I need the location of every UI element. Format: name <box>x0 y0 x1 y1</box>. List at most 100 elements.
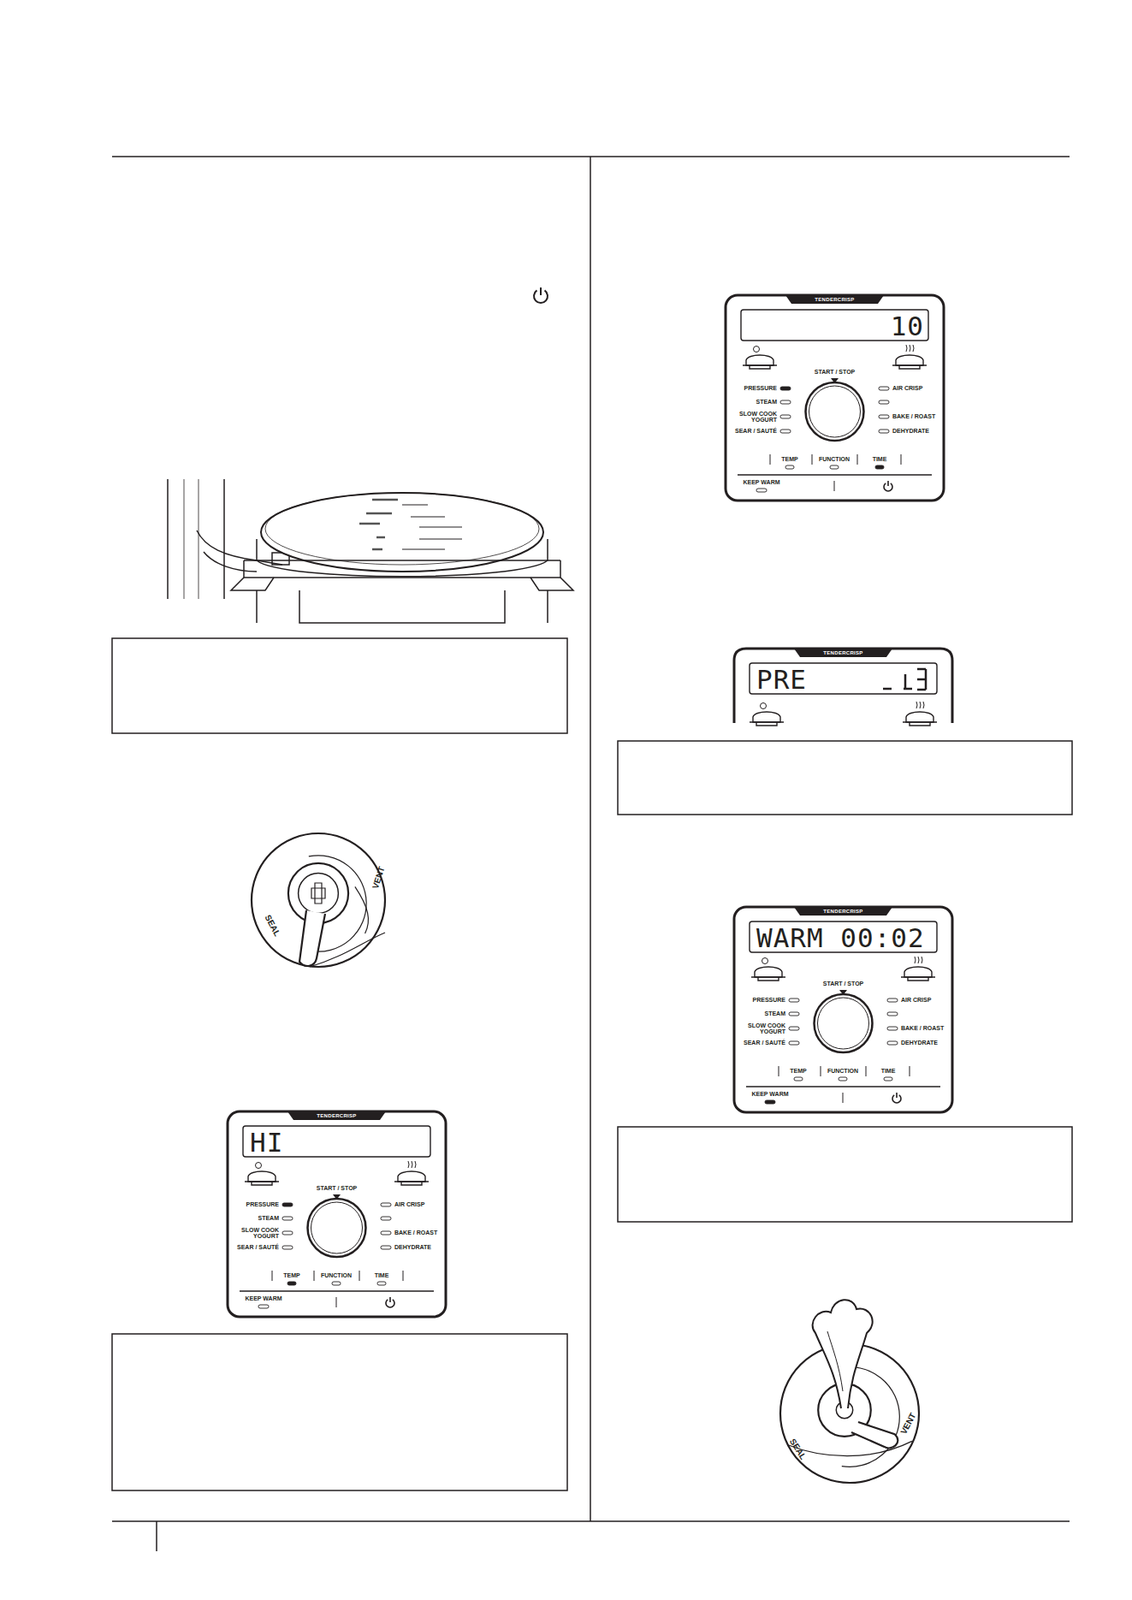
display-segments <box>883 669 926 690</box>
separator <box>403 1270 404 1281</box>
lid-icon <box>751 958 786 982</box>
control-label: START / STOP <box>823 980 865 987</box>
start-dial-inner <box>311 1202 363 1254</box>
display-window <box>242 1126 431 1157</box>
panel-tab <box>794 906 893 916</box>
control-panel <box>734 648 953 726</box>
display-window <box>749 921 937 953</box>
control-label: DEHYDRATE <box>892 427 930 434</box>
indicator-led <box>883 1077 893 1081</box>
separator <box>778 1066 780 1077</box>
control-label: TIME <box>374 1272 390 1279</box>
rule-line <box>155 1521 158 1552</box>
control-label: PRESSURE <box>245 1201 279 1208</box>
display-readout: PRE <box>756 665 807 694</box>
display-window <box>740 309 929 341</box>
panel-tab <box>785 295 884 304</box>
separator <box>857 454 859 465</box>
indicator-led <box>780 386 791 391</box>
start-dial-inner <box>817 997 870 1050</box>
control-label: FUNCTION <box>320 1272 352 1279</box>
control-label: SEAR / SAUTÉ <box>734 427 777 434</box>
panel-outline <box>725 295 944 501</box>
indicator-led <box>756 488 767 492</box>
panel-outline <box>734 906 953 1113</box>
indicator-led <box>878 429 890 433</box>
control-label: START / STOP <box>316 1185 358 1192</box>
separator <box>834 480 836 492</box>
valve-position-label: VENT <box>899 1411 919 1436</box>
control-label: SLOW COOK YOGURT <box>241 1226 279 1240</box>
separator <box>842 1092 844 1103</box>
control-label: PRESSURE <box>743 385 777 392</box>
indicator-led <box>788 1012 800 1016</box>
cooker-lid-illustration <box>167 479 574 623</box>
lid-icon <box>244 1162 279 1186</box>
separator <box>314 1270 315 1281</box>
lid-icon <box>749 703 784 727</box>
rule-line <box>112 1520 1070 1523</box>
indicator-led <box>331 1281 341 1286</box>
indicator-led <box>838 1077 848 1081</box>
indicator-led <box>377 1281 386 1286</box>
page-frame <box>112 156 1073 1552</box>
control-panel <box>734 906 953 1113</box>
indicator-led <box>887 998 898 1002</box>
indicator-led <box>878 414 890 419</box>
rule-line <box>589 156 592 1522</box>
control-label: SLOW COOK YOGURT <box>739 410 777 424</box>
panel-rule <box>737 474 932 476</box>
control-label: FUNCTION <box>818 456 850 463</box>
display-readout: WARM 00:02 <box>756 924 925 953</box>
separator <box>272 1270 273 1281</box>
control-label: BAKE / ROAST <box>900 1025 944 1032</box>
control-label: SEAR / SAUTÉ <box>743 1039 786 1046</box>
indicator-led <box>282 1216 293 1221</box>
valve-position-label: SEAL <box>262 913 282 938</box>
indicator-led <box>780 414 791 419</box>
indicator-led <box>887 1012 898 1016</box>
indicator-led <box>380 1216 392 1221</box>
separator <box>865 1066 867 1077</box>
control-label: FUNCTION <box>827 1067 859 1074</box>
control-label: AIR CRISP <box>900 996 931 1003</box>
valve-position-label: SEAL <box>787 1437 807 1462</box>
control-label: TEMP <box>781 456 798 463</box>
separator <box>359 1270 361 1281</box>
control-label: KEEP WARM <box>742 479 780 486</box>
separator <box>770 454 771 465</box>
panel-tab <box>794 648 893 658</box>
control-label: DEHYDRATE <box>900 1039 938 1046</box>
control-label: TIME <box>872 456 888 463</box>
note-box <box>112 1333 568 1491</box>
indicator-led <box>875 465 884 469</box>
display-readout: 10 <box>890 312 925 341</box>
control-label: AIR CRISP <box>394 1201 425 1208</box>
lid-icon <box>742 346 777 370</box>
control-label: TIME <box>881 1067 896 1074</box>
indicator-led <box>780 429 791 433</box>
pressure-valve <box>251 833 386 967</box>
separator <box>811 454 813 465</box>
control-label: TEMP <box>283 1272 300 1279</box>
control-panel <box>725 295 944 501</box>
indicator-led <box>878 400 890 404</box>
separator <box>900 454 902 465</box>
indicator-led <box>258 1304 269 1309</box>
display-readout: HI <box>249 1128 284 1157</box>
panel-tab <box>287 1111 386 1121</box>
lid-icon <box>900 956 936 981</box>
indicator-led <box>780 400 791 404</box>
panel-rule <box>239 1290 434 1293</box>
control-label: BAKE / ROAST <box>892 413 936 420</box>
indicator-led <box>380 1203 392 1207</box>
indicator-led <box>282 1231 293 1235</box>
panel-outline <box>734 648 953 724</box>
control-label: SEAR / SAUTÉ <box>237 1244 279 1251</box>
indicator-led <box>287 1281 297 1286</box>
control-label: KEEP WARM <box>751 1090 789 1097</box>
separator <box>909 1066 911 1077</box>
control-label: DEHYDRATE <box>394 1244 432 1251</box>
